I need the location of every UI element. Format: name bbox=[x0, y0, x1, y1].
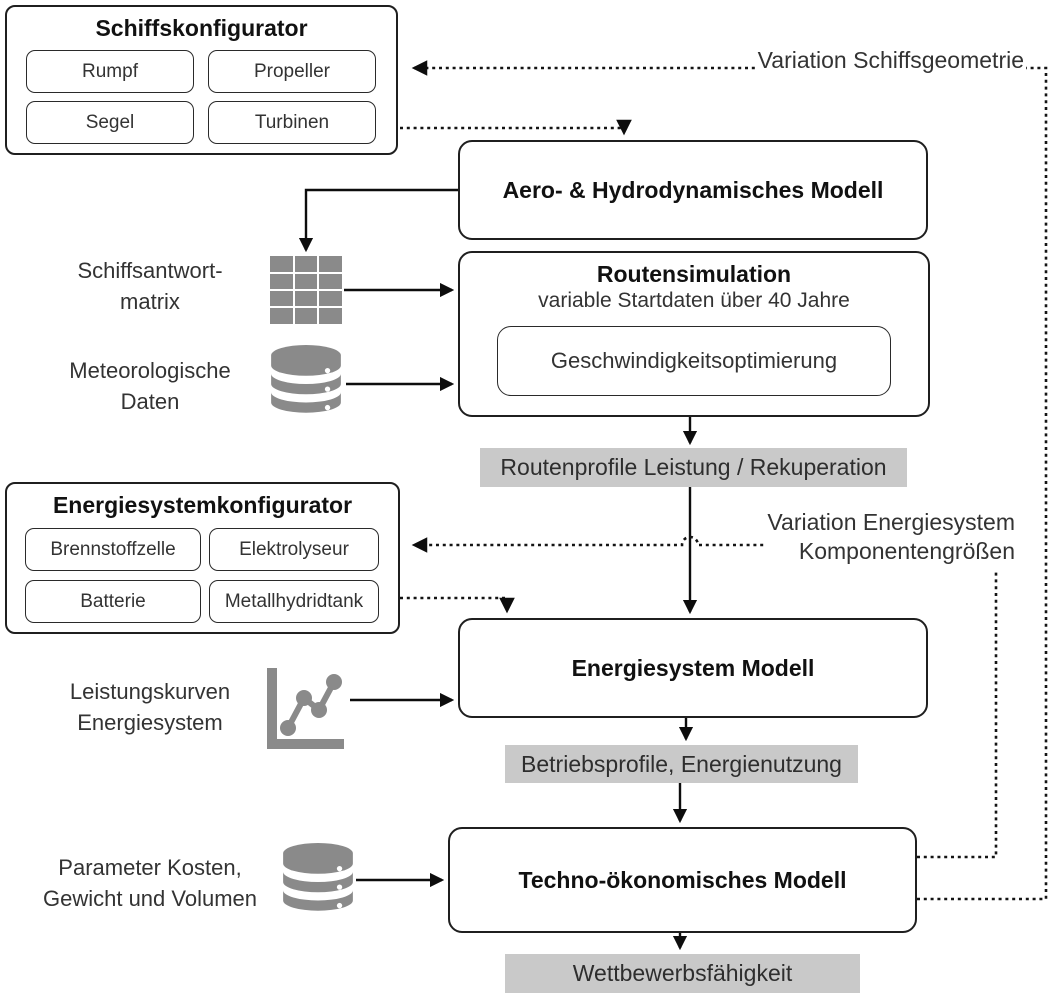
component-metallhydridtank: Metallhydridtank bbox=[209, 580, 379, 623]
ship-configurator-box: Schiffskonfigurator Rumpf Propeller Sege… bbox=[5, 5, 398, 155]
energy-system-model-box: Energiesystem Modell bbox=[458, 618, 928, 718]
meteorological-data-label: Meteorologische Daten bbox=[69, 358, 231, 414]
ship-configurator-title: Schiffskonfigurator bbox=[95, 15, 308, 41]
aero-hydrodynamic-model-box: Aero- & Hydrodynamisches Modell bbox=[458, 140, 928, 240]
techno-economic-model-title: Techno-ökonomisches Modell bbox=[518, 866, 847, 893]
route-simulation-box: Routensimulation variable Startdaten übe… bbox=[458, 251, 930, 417]
arrow-aero-to-matrix bbox=[298, 188, 458, 253]
competitiveness-bar: Wettbewerbsfähigkeit bbox=[505, 954, 860, 993]
meteo-database-icon bbox=[271, 345, 341, 413]
power-curves-label: Leistungskurven Energiesystem bbox=[69, 679, 231, 735]
feedback-energy-loop-up bbox=[917, 572, 998, 859]
component-rumpf: Rumpf bbox=[26, 50, 194, 93]
variation-ship-geometry-label: Variation Schiffsgeometrie bbox=[755, 46, 1026, 75]
component-brennstoffzelle: Brennstoffzelle bbox=[25, 528, 201, 571]
techno-economic-model-box: Techno-ökonomisches Modell bbox=[448, 827, 917, 933]
ship-response-matrix-label: Schiffsantwort- matrix bbox=[77, 258, 223, 314]
component-segel: Segel bbox=[26, 101, 194, 144]
feedback-geometry-loop bbox=[411, 60, 1048, 901]
component-turbinen: Turbinen bbox=[208, 101, 376, 144]
parameters-label: Parameter Kosten, Gewicht und Volumen bbox=[42, 855, 258, 911]
component-elektrolyseur: Elektrolyseur bbox=[209, 528, 379, 571]
speed-optimization-box: Geschwindigkeitsoptimierung bbox=[497, 326, 891, 396]
component-batterie: Batterie bbox=[25, 580, 201, 623]
energy-configurator-box: Energiesystemkonfigurator Brennstoffzell… bbox=[5, 482, 400, 634]
solid-arrows bbox=[298, 188, 698, 951]
energy-configurator-title: Energiesystemkonfigurator bbox=[52, 492, 353, 518]
route-simulation-title: Routensimulation bbox=[596, 261, 792, 287]
matrix-grid-icon bbox=[270, 256, 342, 324]
route-simulation-subtitle: variable Startdaten über 40 Jahre bbox=[538, 289, 850, 312]
variation-energy-system-label: Variation Energiesystem Komponentengröße… bbox=[765, 508, 1017, 566]
component-propeller: Propeller bbox=[208, 50, 376, 93]
aero-hydrodynamic-model-title: Aero- & Hydrodynamisches Modell bbox=[502, 176, 884, 203]
line-chart-icon bbox=[267, 668, 344, 749]
arrow-shipcfg-to-aero bbox=[400, 119, 632, 136]
energy-system-model-title: Energiesystem Modell bbox=[571, 654, 815, 681]
parameters-database-icon bbox=[283, 843, 353, 911]
route-profiles-bar: Routenprofile Leistung / Rekuperation bbox=[480, 448, 907, 487]
arrow-energycfg-to-energymodel bbox=[400, 596, 515, 614]
operation-profiles-bar: Betriebsprofile, Energienutzung bbox=[505, 745, 858, 783]
feedback-energy-to-configurator bbox=[411, 535, 770, 553]
dotted-arrows bbox=[400, 60, 1048, 901]
